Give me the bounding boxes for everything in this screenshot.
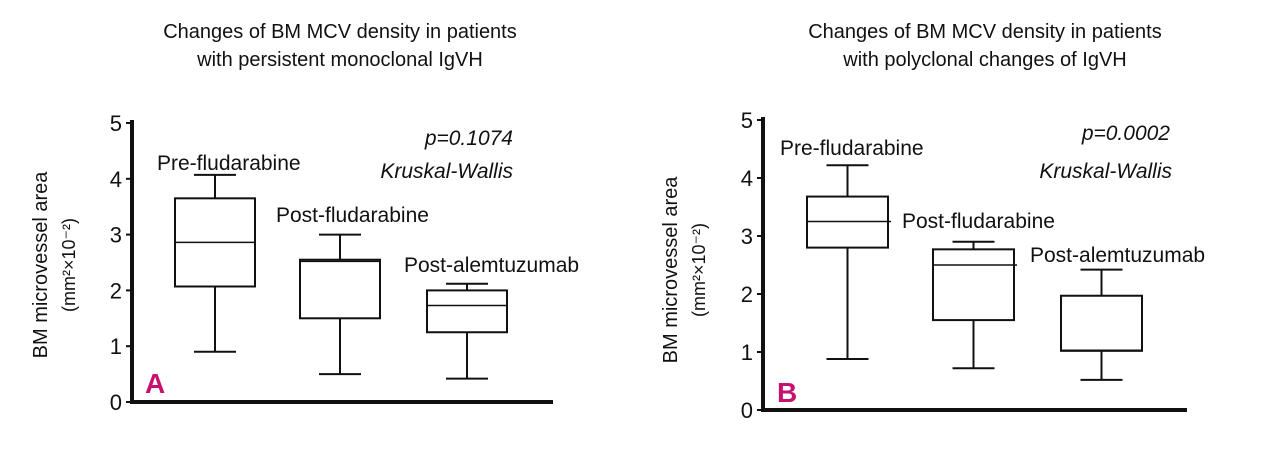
box-0: Pre-fludarabine [157,152,301,353]
box-1: Post-fludarabine [276,204,429,376]
y-axis-unit: (mm²×10⁻²) [59,218,79,312]
category-label: Pre-fludarabine [157,152,301,175]
y-axis-unit: (mm²×10⁻²) [689,223,709,317]
box-iqr [1060,294,1143,352]
y-axis-label: BM microvessel area [660,176,682,364]
y-tick-label: 5 [110,111,122,136]
box-1: Post-fludarabine [902,210,1055,370]
box-2: Post-alemtuzumab [404,254,579,380]
y-tick-label: 5 [741,108,753,133]
category-label: Post-alemtuzumab [1030,244,1205,267]
y-tick-label: 0 [741,398,753,423]
stat-annotation: p=0.0002 [1081,122,1170,145]
panel-label: A [145,368,165,399]
stat-annotation: Kruskal-Wallis [1039,160,1172,183]
panel-label: B [777,377,797,408]
y-tick-label: 3 [741,224,753,249]
y-tick-label: 1 [110,334,122,359]
category-label: Post-fludarabine [276,204,429,227]
y-tick-label: 4 [110,167,122,192]
chart-title: Changes of BM MCV density in patients [808,21,1162,43]
y-tick-label: 0 [110,390,122,415]
stat-annotation: Kruskal-Wallis [380,160,513,183]
chart-title: with persistent monoclonal IgVH [196,49,483,71]
stat-annotation: p=0.1074 [424,127,513,150]
chart-title: with polyclonal changes of IgVH [842,49,1127,71]
panel-B: Changes of BM MCV density in patients wit… [660,21,1205,423]
category-label: Post-fludarabine [902,210,1055,233]
box-iqr [299,258,381,320]
panel-A: Changes of BM MCV density in patients wit… [30,21,579,415]
y-tick-label: 2 [741,282,753,307]
box-iqr [426,289,508,334]
y-tick-label: 4 [741,166,753,191]
y-tick-label: 2 [110,278,122,303]
box-0: Pre-fludarabine [780,137,924,360]
y-axis-label: BM microvessel area [30,171,52,359]
y-tick-label: 3 [110,223,122,248]
box-iqr [932,248,1015,322]
category-label: Post-alemtuzumab [404,254,579,277]
chart-title: Changes of BM MCV density in patients [163,21,517,43]
y-tick-label: 1 [741,340,753,365]
category-label: Pre-fludarabine [780,137,924,160]
box-2: Post-alemtuzumab [1030,244,1205,381]
